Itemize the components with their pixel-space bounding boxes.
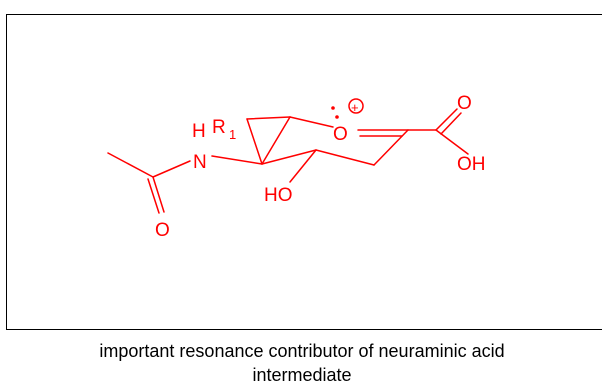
- bond-c4-c3: [315, 149, 375, 166]
- caption-line-1: important resonance contributor of neura…: [99, 341, 505, 361]
- atom-hydroxyl: HO: [264, 185, 293, 206]
- lone-pair-dot-2: [335, 115, 339, 119]
- bond-carbonyl-o-2: [147, 178, 160, 214]
- figure-frame: [6, 14, 602, 330]
- bond-c6-ring-o: [289, 116, 334, 128]
- bond-n-ring: [211, 155, 263, 165]
- lone-pair-dot-1: [331, 106, 335, 110]
- atom-h-on-n: H: [192, 121, 206, 142]
- atom-r-subscript: 1: [229, 127, 236, 142]
- caption-line-2: intermediate: [252, 365, 352, 385]
- bond-c5-c4: [261, 149, 317, 165]
- bond-carbonyl-n: [152, 160, 191, 178]
- bond-ring-c6-c5b: [261, 116, 291, 165]
- atom-acid-carbonyl-o: O: [457, 93, 472, 114]
- positive-charge-circle: [348, 98, 364, 114]
- bond-acid-o-1: [435, 108, 458, 131]
- charge-plus-symbol: +: [351, 100, 359, 115]
- bond-acid-oh: [435, 129, 469, 155]
- atom-ring-oxygen: O: [333, 124, 348, 145]
- bond-methyl-carbonyl: [107, 152, 154, 178]
- bond-r1: [246, 116, 291, 120]
- bond-acid-o-2: [440, 112, 462, 135]
- bond-carbonyl-o-1: [152, 176, 165, 213]
- atom-acetyl-carbonyl-o: O: [155, 220, 170, 241]
- atom-nitrogen: N: [193, 152, 207, 173]
- atom-r-group: R: [212, 117, 226, 138]
- atom-acid-oh: OH: [457, 154, 486, 175]
- bond-c4-oh: [289, 149, 317, 183]
- bond-ring-c5-c6: [246, 118, 263, 165]
